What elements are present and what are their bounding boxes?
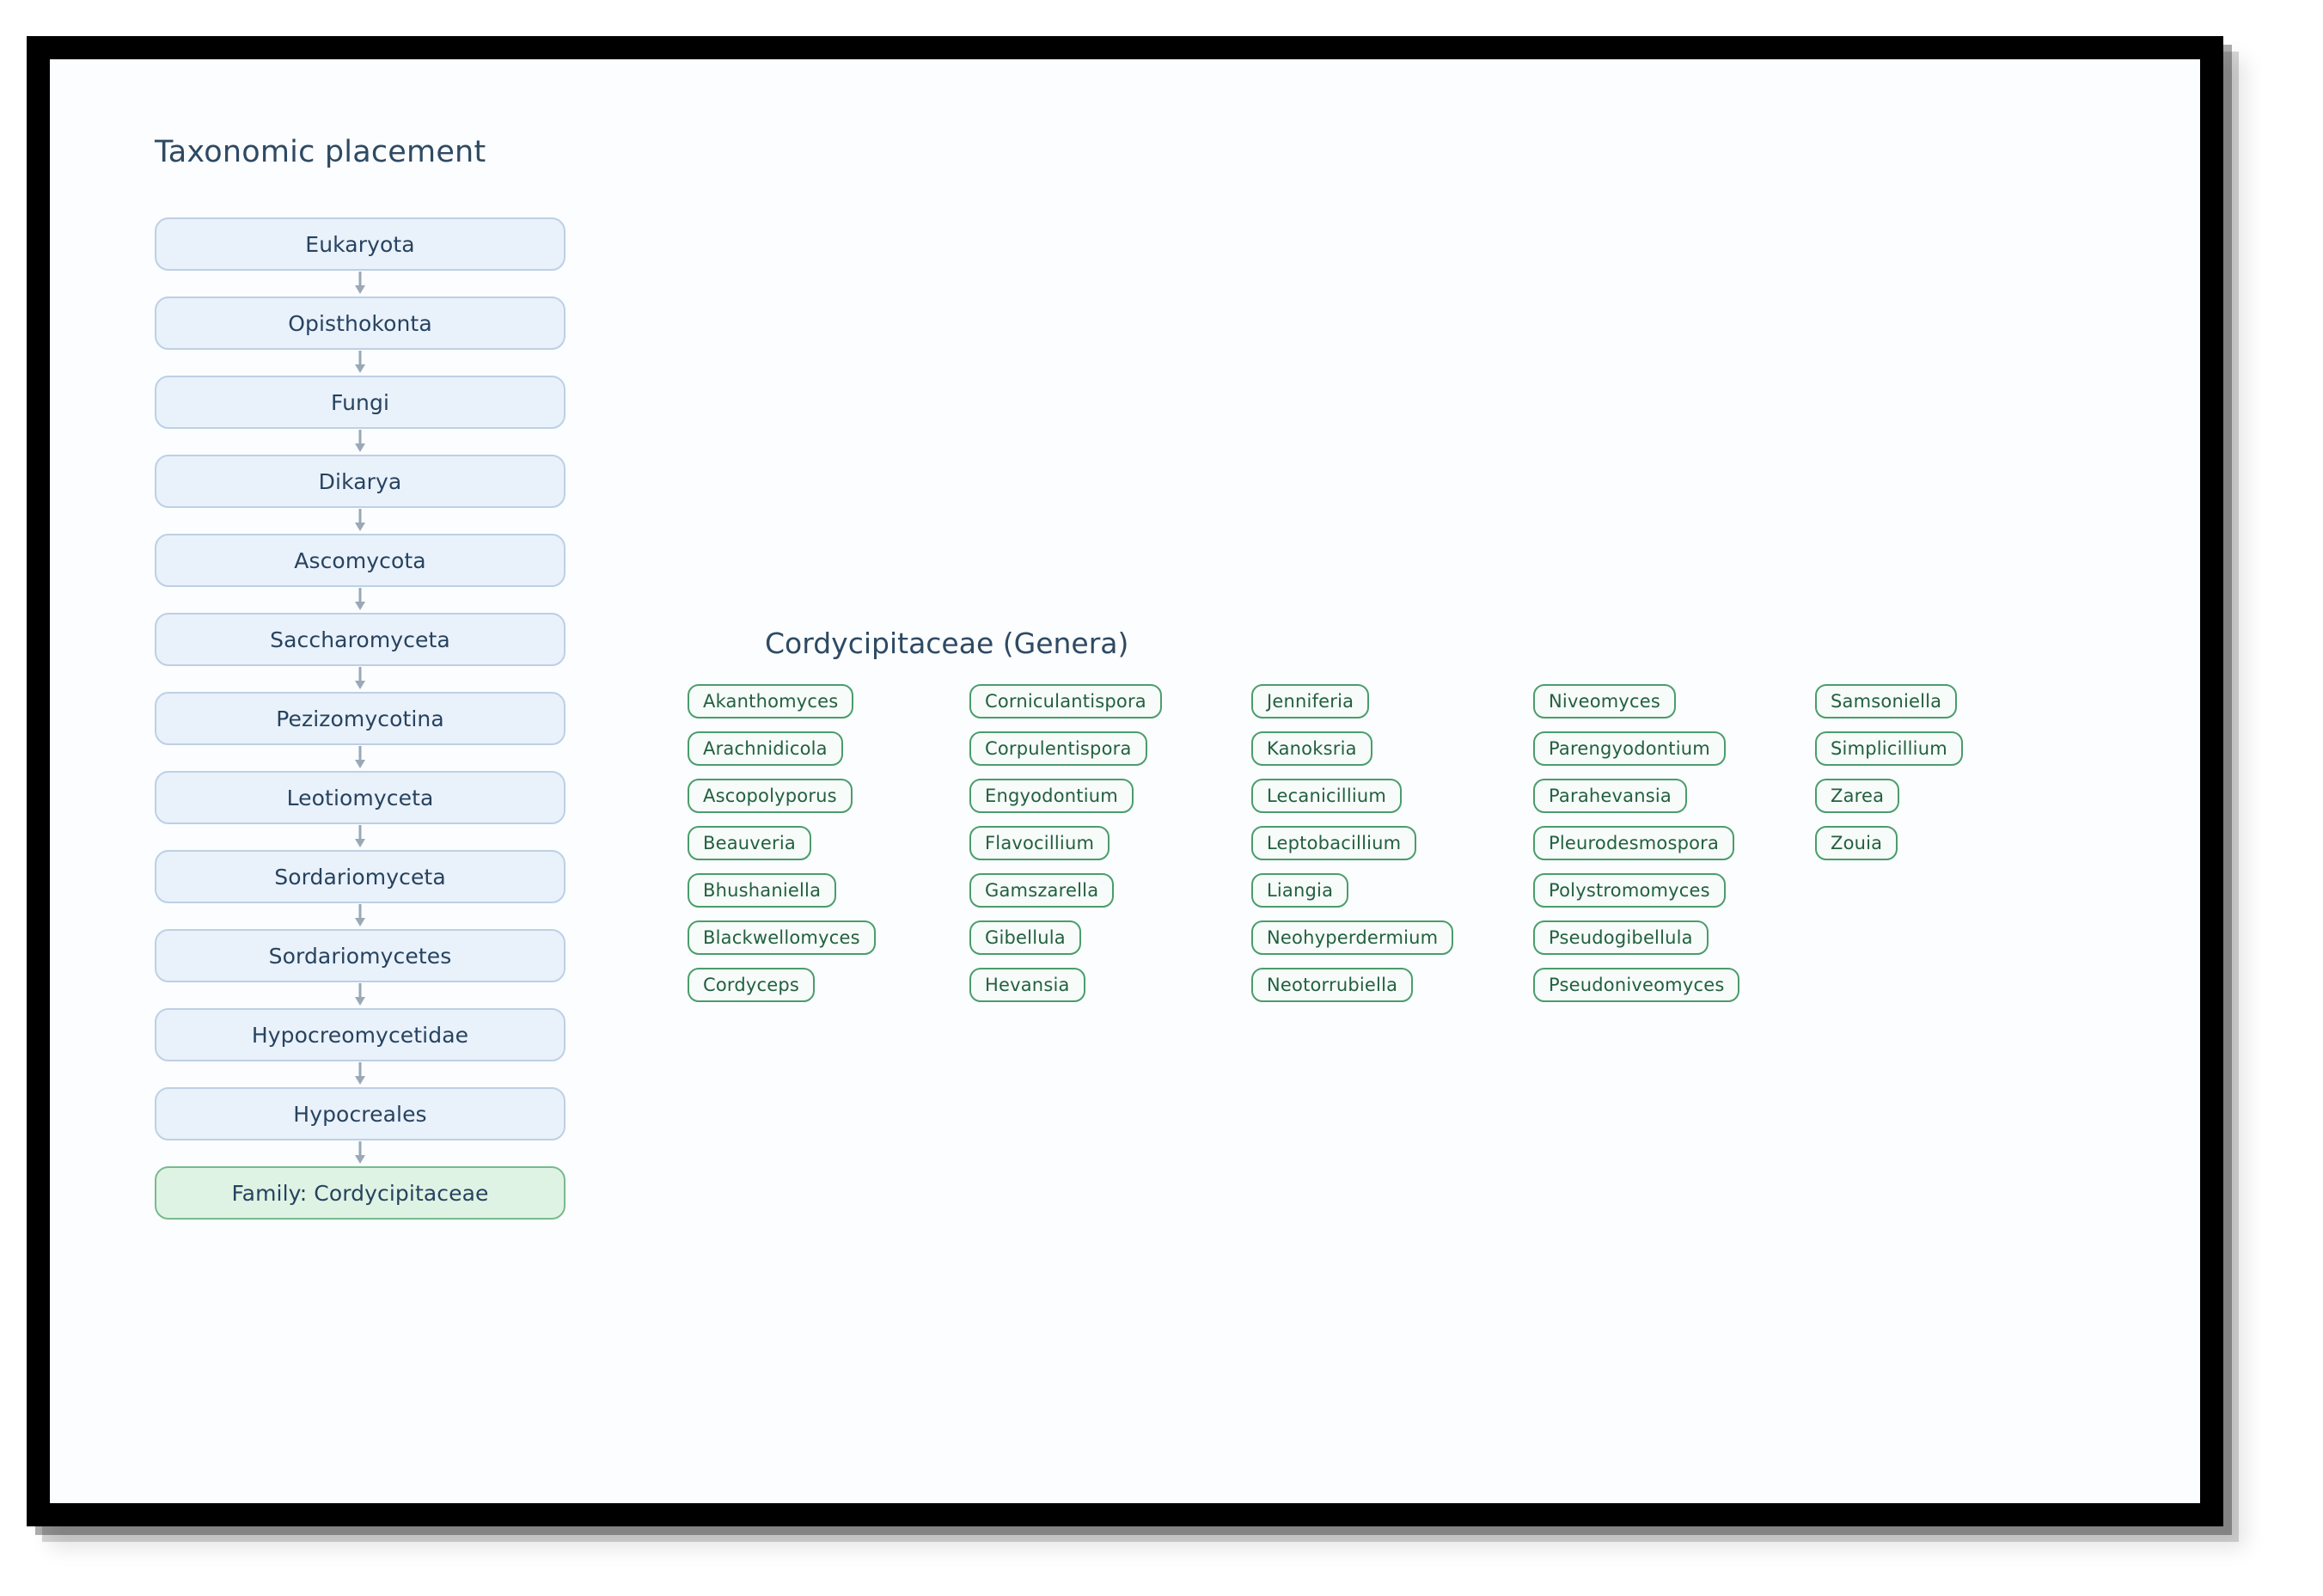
genus-chip[interactable]: Simplicillium [1815, 731, 1963, 766]
genus-chip[interactable]: Neohyperdermium [1251, 920, 1454, 955]
taxonomy-node: Sordariomyceta [155, 850, 565, 903]
genus-chip[interactable]: Samsoniella [1815, 684, 1958, 719]
genus-chip[interactable]: Gamszarella [969, 873, 1115, 908]
genus-chip[interactable]: Cordyceps [688, 968, 816, 1002]
down-arrow-icon [155, 429, 565, 455]
genus-chip[interactable]: Jenniferia [1251, 684, 1370, 719]
down-arrow-icon [155, 1061, 565, 1087]
genus-chip[interactable]: Zouia [1815, 826, 1898, 860]
taxonomy-panel-title: Taxonomic placement [155, 135, 486, 169]
down-arrow-icon [155, 1140, 565, 1166]
genus-chip[interactable]: Leptobacillium [1251, 826, 1417, 860]
genera-panel-title: Cordycipitaceae (Genera) [765, 627, 1129, 660]
down-arrow-icon [155, 587, 565, 613]
down-arrow-icon [155, 903, 565, 929]
down-arrow-icon [155, 350, 565, 376]
taxonomy-node: Saccharomyceta [155, 613, 565, 666]
genus-chip[interactable]: Pseudoniveomyces [1533, 968, 1740, 1002]
genus-chip[interactable]: Zarea [1815, 779, 1900, 813]
genus-chip[interactable]: Ascopolyporus [688, 779, 853, 813]
genus-chip[interactable]: Hevansia [969, 968, 1085, 1002]
genus-chip[interactable]: Corniculantispora [969, 684, 1162, 719]
genus-chip[interactable]: Beauveria [688, 826, 811, 860]
down-arrow-icon [155, 745, 565, 771]
genus-chip[interactable]: Liangia [1251, 873, 1349, 908]
taxonomy-node: Ascomycota [155, 534, 565, 587]
genus-chip[interactable]: Pseudogibellula [1533, 920, 1709, 955]
genus-chip[interactable]: Niveomyces [1533, 684, 1677, 719]
taxonomy-node: Dikarya [155, 455, 565, 508]
genus-chip[interactable]: Pleurodesmospora [1533, 826, 1735, 860]
taxonomy-node-target: Family: Cordycipitaceae [155, 1166, 565, 1220]
genus-chip[interactable]: Bhushaniella [688, 873, 837, 908]
genus-chip[interactable]: Lecanicillium [1251, 779, 1403, 813]
genus-chip[interactable]: Corpulentispora [969, 731, 1147, 766]
taxonomy-node: Hypocreales [155, 1087, 565, 1140]
down-arrow-icon [155, 982, 565, 1008]
taxonomy-node: Leotiomyceta [155, 771, 565, 824]
genus-chip[interactable]: Polystromomyces [1533, 873, 1726, 908]
taxonomy-node: Eukaryota [155, 217, 565, 271]
down-arrow-icon [155, 666, 565, 692]
taxonomy-node: Opisthokonta [155, 297, 565, 350]
genus-chip[interactable]: Arachnidicola [688, 731, 843, 766]
taxonomy-node: Sordariomycetes [155, 929, 565, 982]
taxonomy-node: Pezizomycotina [155, 692, 565, 745]
genus-chip[interactable]: Kanoksria [1251, 731, 1372, 766]
genus-chip[interactable]: Parahevansia [1533, 779, 1687, 813]
down-arrow-icon [155, 508, 565, 534]
genus-chip[interactable]: Gibellula [969, 920, 1081, 955]
genus-chip[interactable]: Flavocillium [969, 826, 1110, 860]
genus-chip[interactable]: Akanthomyces [688, 684, 854, 719]
down-arrow-icon [155, 824, 565, 850]
down-arrow-icon [155, 271, 565, 297]
genus-chip[interactable]: Neotorrubiella [1251, 968, 1414, 1002]
taxonomy-node: Hypocreomycetidae [155, 1008, 565, 1061]
genus-chip[interactable]: Engyodontium [969, 779, 1134, 813]
genus-chip[interactable]: Blackwellomyces [688, 920, 876, 955]
taxonomy-node: Fungi [155, 376, 565, 429]
genus-chip[interactable]: Parengyodontium [1533, 731, 1726, 766]
